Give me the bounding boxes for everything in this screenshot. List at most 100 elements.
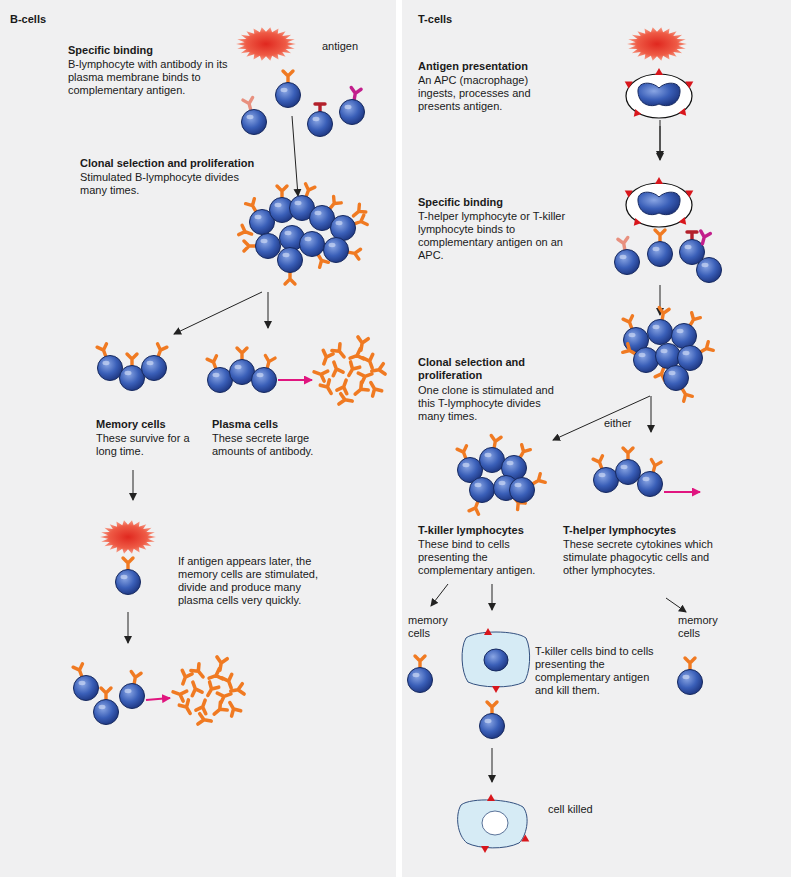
flow-arrow: [431, 584, 448, 606]
antibody: [371, 364, 385, 377]
receptor-group: [415, 656, 425, 668]
receptor-group: [489, 435, 501, 449]
receptor-group: [347, 247, 361, 259]
highlight: [683, 351, 690, 355]
lymphocyte: [678, 658, 703, 695]
antibody: [332, 344, 348, 360]
receptor-group: [315, 104, 325, 112]
receptor: [657, 307, 669, 321]
antigen-fragment: [631, 218, 642, 229]
receptor: [101, 688, 111, 700]
highlight: [125, 371, 132, 375]
cell-body: [98, 356, 123, 381]
secretion-arrow: [278, 379, 312, 381]
highlight: [702, 263, 709, 267]
receptor: [191, 664, 207, 680]
receptor-group: [129, 671, 141, 685]
part-label: cell killed: [548, 803, 628, 816]
stage-text: These bind to cells presenting the compl…: [418, 538, 558, 577]
antibody: [230, 684, 244, 697]
lymphocyte: [120, 354, 145, 391]
receptor: [171, 687, 186, 701]
highlight: [315, 211, 322, 215]
lymphocyte: [593, 456, 618, 493]
antigen-fragment: [623, 187, 633, 197]
stage-heading: T-killer lymphocytes: [418, 524, 558, 537]
highlight: [620, 255, 627, 259]
stage-text: T-helper lymphocyte or T-killer lymphocy…: [418, 210, 568, 262]
lymphocyte: [120, 671, 145, 708]
apc-nucleus: [638, 192, 680, 214]
highlight: [121, 575, 128, 579]
lymphocyte: [638, 460, 663, 497]
apc-nucleus: [638, 83, 680, 105]
highlight: [485, 719, 492, 723]
antibody: [344, 362, 359, 378]
cell-body: [594, 468, 619, 493]
receptor: [237, 348, 247, 360]
receptor: [285, 272, 295, 284]
lymphocyte: [340, 87, 365, 124]
lymphocyte: [331, 215, 368, 240]
cell-body: [648, 242, 673, 267]
flow-arrow: [268, 292, 269, 328]
receptor-group: [655, 230, 665, 242]
flow-arrow: [292, 116, 298, 196]
highlight: [247, 115, 254, 119]
lymphocyte: [207, 356, 232, 393]
lymphocyte: [480, 702, 505, 739]
lymphocyte: [469, 478, 494, 515]
receptor-group: [698, 231, 711, 245]
antigen-fragment: [685, 78, 695, 88]
antigen-fragment: [492, 686, 500, 693]
cell-body: [697, 258, 722, 283]
receptor: [188, 680, 202, 695]
receptor: [239, 225, 254, 239]
column-heading: T-cells: [418, 13, 538, 26]
antibody: [329, 360, 343, 375]
highlight: [295, 201, 302, 205]
receptor: [196, 698, 210, 713]
stage-text: These secrete large amounts of antibody.: [212, 432, 352, 458]
antibody: [319, 350, 333, 365]
part-label: antigen: [322, 40, 382, 53]
receptor: [356, 337, 369, 351]
panel-background: [402, 0, 791, 877]
flow-arrow: [174, 292, 262, 334]
receptor: [230, 684, 244, 697]
highlight: [485, 453, 492, 457]
lymphocyte: [324, 238, 361, 263]
killed-membrane: [458, 800, 527, 848]
highlight: [639, 353, 646, 357]
lymphocyte: [252, 356, 277, 393]
receptor: [363, 354, 377, 369]
receptor-group: [657, 307, 669, 321]
cell-body: [256, 234, 281, 259]
lymphocyte: [457, 446, 482, 483]
antigen-fragment: [521, 835, 531, 845]
lymphocyte: [276, 71, 301, 108]
cell-body: [324, 238, 349, 263]
receptor: [339, 394, 353, 407]
lymphocyte: [408, 656, 433, 693]
receptor: [623, 448, 633, 460]
highlight: [653, 325, 660, 329]
lymphocyte: [480, 435, 505, 472]
lymphocyte: [116, 558, 141, 595]
highlight: [629, 333, 636, 337]
cell-body: [94, 700, 119, 725]
column-heading: B-cells: [10, 13, 130, 26]
stage-text: One clone is stimulated and this T-lymph…: [418, 384, 558, 423]
antibody: [179, 700, 194, 716]
lymphocyte: [648, 307, 673, 344]
cell-body: [615, 250, 640, 275]
highlight: [281, 88, 288, 92]
antigen-fragment: [631, 109, 642, 120]
receptor-group: [285, 272, 295, 284]
receptor-group: [618, 237, 630, 251]
receptor: [655, 230, 665, 242]
highlight: [336, 221, 343, 225]
receptor-group: [687, 232, 697, 240]
highlight: [99, 705, 106, 709]
stage-text: An APC (macrophage) ingests, processes a…: [418, 74, 548, 113]
